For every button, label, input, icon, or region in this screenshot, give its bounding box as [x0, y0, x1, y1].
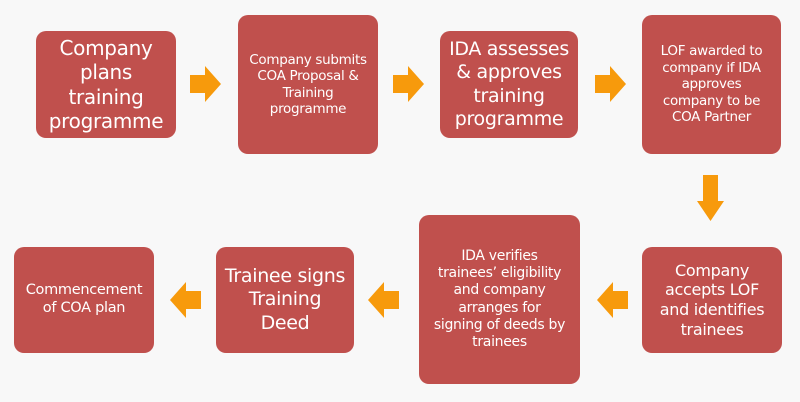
- step-text-line: programme: [48, 108, 164, 133]
- step-text-line: of COA plan: [42, 300, 126, 316]
- step-text-line: & approves: [456, 61, 562, 84]
- arrow-left-icon: [170, 282, 201, 318]
- step-text-line: accepts LOF: [665, 280, 759, 300]
- step-text-line: plans: [79, 60, 133, 85]
- step-text-line: company if IDA: [662, 59, 761, 76]
- step-text-line: IDA verifies: [461, 248, 538, 265]
- step-text-line: COA Proposal &: [257, 68, 359, 85]
- step-text-line: approves: [681, 76, 742, 93]
- step-text-line: COA Partner: [671, 109, 752, 126]
- step-text-line: programme: [269, 100, 347, 117]
- step-text-line: Training: [248, 288, 322, 311]
- step-text-line: Training: [282, 84, 334, 101]
- step-text-line: training: [68, 84, 144, 109]
- step-text-line: Deed: [260, 311, 310, 334]
- arrow-down-icon: [697, 175, 724, 221]
- step-text-line: signing of deeds by: [433, 316, 566, 333]
- step-text-line: trainees’ eligibility: [437, 265, 562, 282]
- step-text-line: arranges for: [458, 299, 541, 316]
- step-text-line: Company: [59, 35, 153, 60]
- arrow-right-icon: [393, 66, 424, 102]
- step-text-line: trainees: [680, 319, 744, 339]
- step-text-line: and identifies: [659, 300, 765, 319]
- step-text-line: Commencement: [25, 282, 143, 299]
- step-text-line: company to be: [662, 92, 761, 109]
- step-text-line: Company: [674, 260, 750, 280]
- step-text-line: programme: [454, 107, 564, 130]
- arrow-right-icon: [595, 66, 626, 102]
- arrow-left-icon: [368, 282, 399, 318]
- step-text-line: trainees: [472, 333, 527, 350]
- arrow-left-icon: [597, 282, 628, 318]
- step-text-line: training: [473, 84, 545, 107]
- arrow-right-icon: [190, 66, 221, 102]
- step-text-line: IDA assesses: [449, 38, 569, 61]
- step-text-line: and company: [453, 282, 546, 299]
- step-text-line: LOF awarded to: [660, 43, 763, 60]
- step-text-line: Company submits: [249, 51, 367, 68]
- step-text-line: Trainee signs: [224, 265, 346, 288]
